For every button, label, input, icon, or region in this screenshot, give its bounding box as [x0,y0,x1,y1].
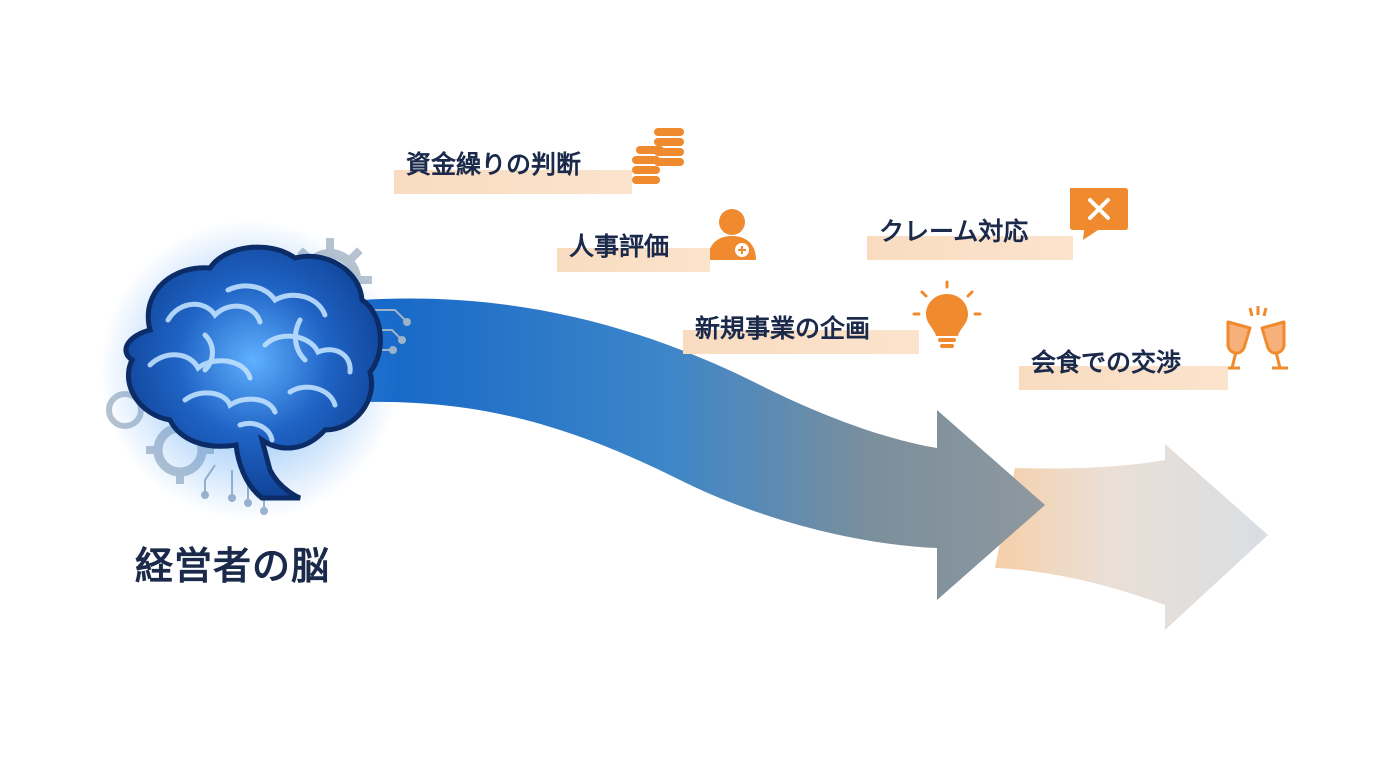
highlight-bar [557,248,710,272]
toast-glasses-icon [1224,306,1288,370]
person-icon [708,209,756,260]
task-label-new-business: 新規事業の企画 [695,314,871,343]
task-label-funding: 資金繰りの判断 [406,150,582,179]
highlight-bar [683,330,919,354]
flow-arrow [362,298,1045,600]
task-label-complaint: クレーム対応 [879,217,1029,246]
highlight-bar [394,170,632,194]
brain-icon [123,244,383,501]
coins-icon [632,128,684,184]
task-label-dinner-negotiation: 会食での交渉 [1031,348,1182,377]
ghost-arrow [995,444,1268,630]
highlight-bar [867,236,1073,260]
speech-bubble-x-icon [1070,188,1128,240]
highlight-bar [1019,366,1228,390]
lightbulb-icon [912,280,982,348]
brain-title: 経営者の脳 [135,544,331,588]
task-label-hr-evaluation: 人事評価 [569,232,670,261]
